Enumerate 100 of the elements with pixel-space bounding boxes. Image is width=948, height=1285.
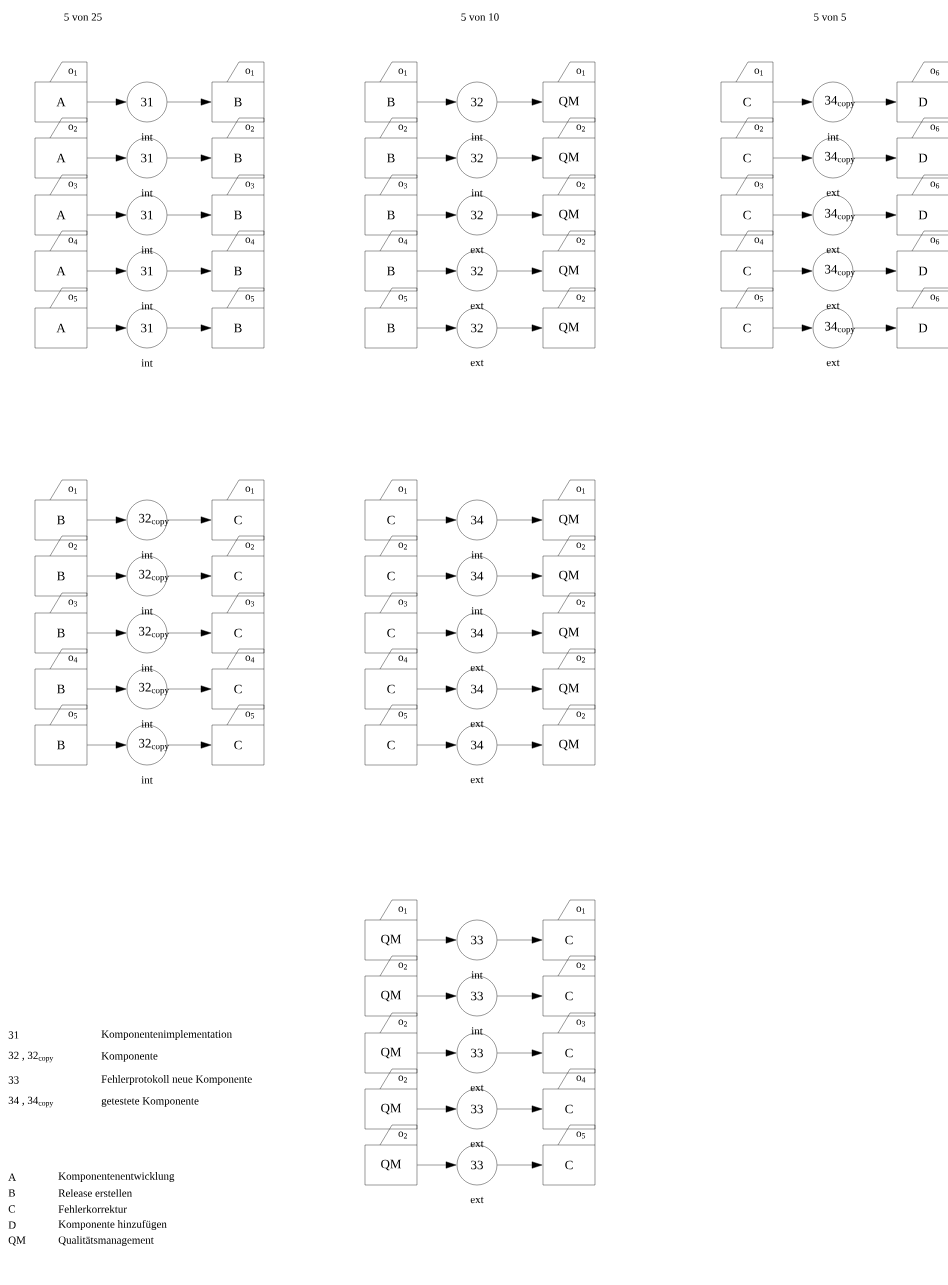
node-label: o$_{1}$ xyxy=(576,906,585,914)
arrow xyxy=(87,324,127,332)
arrow xyxy=(853,98,897,106)
node-label: o$_{5}$ xyxy=(68,294,78,302)
folder-box: o$_{2}$ QM xyxy=(542,287,596,349)
folder-box: o$_{4}$ B xyxy=(211,230,265,292)
arrow xyxy=(497,324,543,332)
node-label: o$_{1}$ xyxy=(398,68,407,76)
node-label: o$_{5}$ xyxy=(245,711,255,719)
arrow xyxy=(773,211,813,219)
node-label: o$_{2}$ xyxy=(576,655,585,663)
arrow xyxy=(167,211,212,219)
folder-box: o$_{2}$ C xyxy=(542,955,596,1017)
arrow xyxy=(167,629,212,637)
legend-text: Komponente xyxy=(101,1052,158,1062)
node-label: o$_{3}$ xyxy=(68,181,78,189)
arrow xyxy=(417,992,457,1000)
folder-box: o$_{3}$ C xyxy=(720,174,774,236)
folder-box: o$_{2}$ QM xyxy=(364,1012,418,1074)
node-label: o$_{2}$ xyxy=(398,1019,407,1027)
arrow xyxy=(417,572,457,580)
node-label: o$_{3}$ xyxy=(398,599,408,607)
node-label: o$_{3}$ xyxy=(245,599,255,607)
node-label: o$_{6}$ xyxy=(930,294,940,302)
node-label: o$_{2}$ xyxy=(576,294,585,302)
folder-box: o$_{4}$ C xyxy=(364,648,418,710)
row-caption: int xyxy=(471,1027,483,1035)
folder-box: o$_{2}$ QM xyxy=(542,704,596,766)
folder-box: o$_{2}$ QM xyxy=(542,230,596,292)
arrow xyxy=(417,741,457,749)
node-label: o$_{2}$ xyxy=(576,181,585,189)
folder-box: o$_{2}$ C xyxy=(364,535,418,597)
folder-box: o$_{3}$ A xyxy=(34,174,88,236)
node-label: o$_{4}$ xyxy=(576,1075,586,1083)
node-label: o$_{2}$ xyxy=(754,124,763,132)
arrow xyxy=(417,1049,457,1057)
folder-box: o$_{3}$ B xyxy=(364,174,418,236)
node-label: o$_{3}$ xyxy=(576,1019,586,1027)
folder-box: o$_{4}$ B xyxy=(34,648,88,710)
row-caption: int xyxy=(471,607,483,615)
node-label: o$_{2}$ xyxy=(398,124,407,132)
arrow xyxy=(417,629,457,637)
node-label: o$_{6}$ xyxy=(930,237,940,245)
legend-key: B xyxy=(8,1189,15,1197)
node-label: o$_{2}$ xyxy=(576,237,585,245)
legend-key: A xyxy=(8,1173,17,1181)
arrow xyxy=(167,572,212,580)
folder-box: o$_{2}$ QM xyxy=(542,535,596,597)
arrow xyxy=(773,324,813,332)
arrow xyxy=(167,98,212,106)
node-label: o$_{5}$ xyxy=(68,711,78,719)
legend-text: Komponentenimplementation xyxy=(101,1030,232,1040)
arrow xyxy=(417,98,457,106)
node-label: o$_{4}$ xyxy=(245,237,255,245)
circle-node: 33 xyxy=(456,919,498,961)
node-label: o$_{2}$ xyxy=(245,542,254,550)
row-caption: ext xyxy=(470,359,484,367)
legend-key: 31 xyxy=(8,1031,19,1039)
arrow xyxy=(497,211,543,219)
arrow xyxy=(417,936,457,944)
node-label: o$_{1}$ xyxy=(245,486,254,494)
legend-text: getestete Komponente xyxy=(101,1097,199,1107)
circle-node: 34 xyxy=(456,499,498,541)
folder-box: o$_{3}$ B xyxy=(34,592,88,654)
arrow xyxy=(167,516,212,524)
legend-text: Komponentenentwicklung xyxy=(58,1172,175,1182)
node-label: o$_{2}$ xyxy=(398,542,407,550)
node-label: o$_{3}$ xyxy=(398,181,408,189)
column-heading: 5 von 25 xyxy=(64,13,102,21)
folder-box: o$_{6}$ D xyxy=(896,174,948,236)
folder-box: o$_{5}$ C xyxy=(542,1124,596,1186)
row-caption: int xyxy=(141,607,153,615)
node-label: o$_{2}$ xyxy=(68,124,77,132)
arrow xyxy=(497,98,543,106)
node-label: o$_{2}$ xyxy=(576,962,585,970)
legend-key: QM xyxy=(8,1236,26,1246)
arrow xyxy=(417,1105,457,1113)
row-caption: int xyxy=(141,359,153,367)
node-label: o$_{2}$ xyxy=(398,962,407,970)
folder-box: o$_{4}$ C xyxy=(720,230,774,292)
arrow xyxy=(87,98,127,106)
arrow xyxy=(87,516,127,524)
arrow xyxy=(417,324,457,332)
arrow xyxy=(497,685,543,693)
node-label: o$_{2}$ xyxy=(398,1131,407,1139)
folder-box: o$_{2}$ C xyxy=(211,535,265,597)
circle-node: 32$_{copy}$ xyxy=(126,499,169,541)
node-label: o$_{2}$ xyxy=(576,599,585,607)
folder-box: o$_{4}$ C xyxy=(211,648,265,710)
folder-box: o$_{2}$ C xyxy=(720,117,774,179)
arrow xyxy=(417,516,457,524)
node-label: o$_{5}$ xyxy=(576,1131,586,1139)
arrow xyxy=(417,267,457,275)
arrow xyxy=(497,936,543,944)
node-label: o$_{2}$ xyxy=(398,1075,407,1083)
folder-box: o$_{5}$ B xyxy=(364,287,418,349)
legend-text: Fehlerprotokoll neue Komponente xyxy=(101,1075,252,1085)
arrow xyxy=(853,324,897,332)
arrow xyxy=(497,741,543,749)
folder-box: o$_{1}$ QM xyxy=(542,61,596,123)
